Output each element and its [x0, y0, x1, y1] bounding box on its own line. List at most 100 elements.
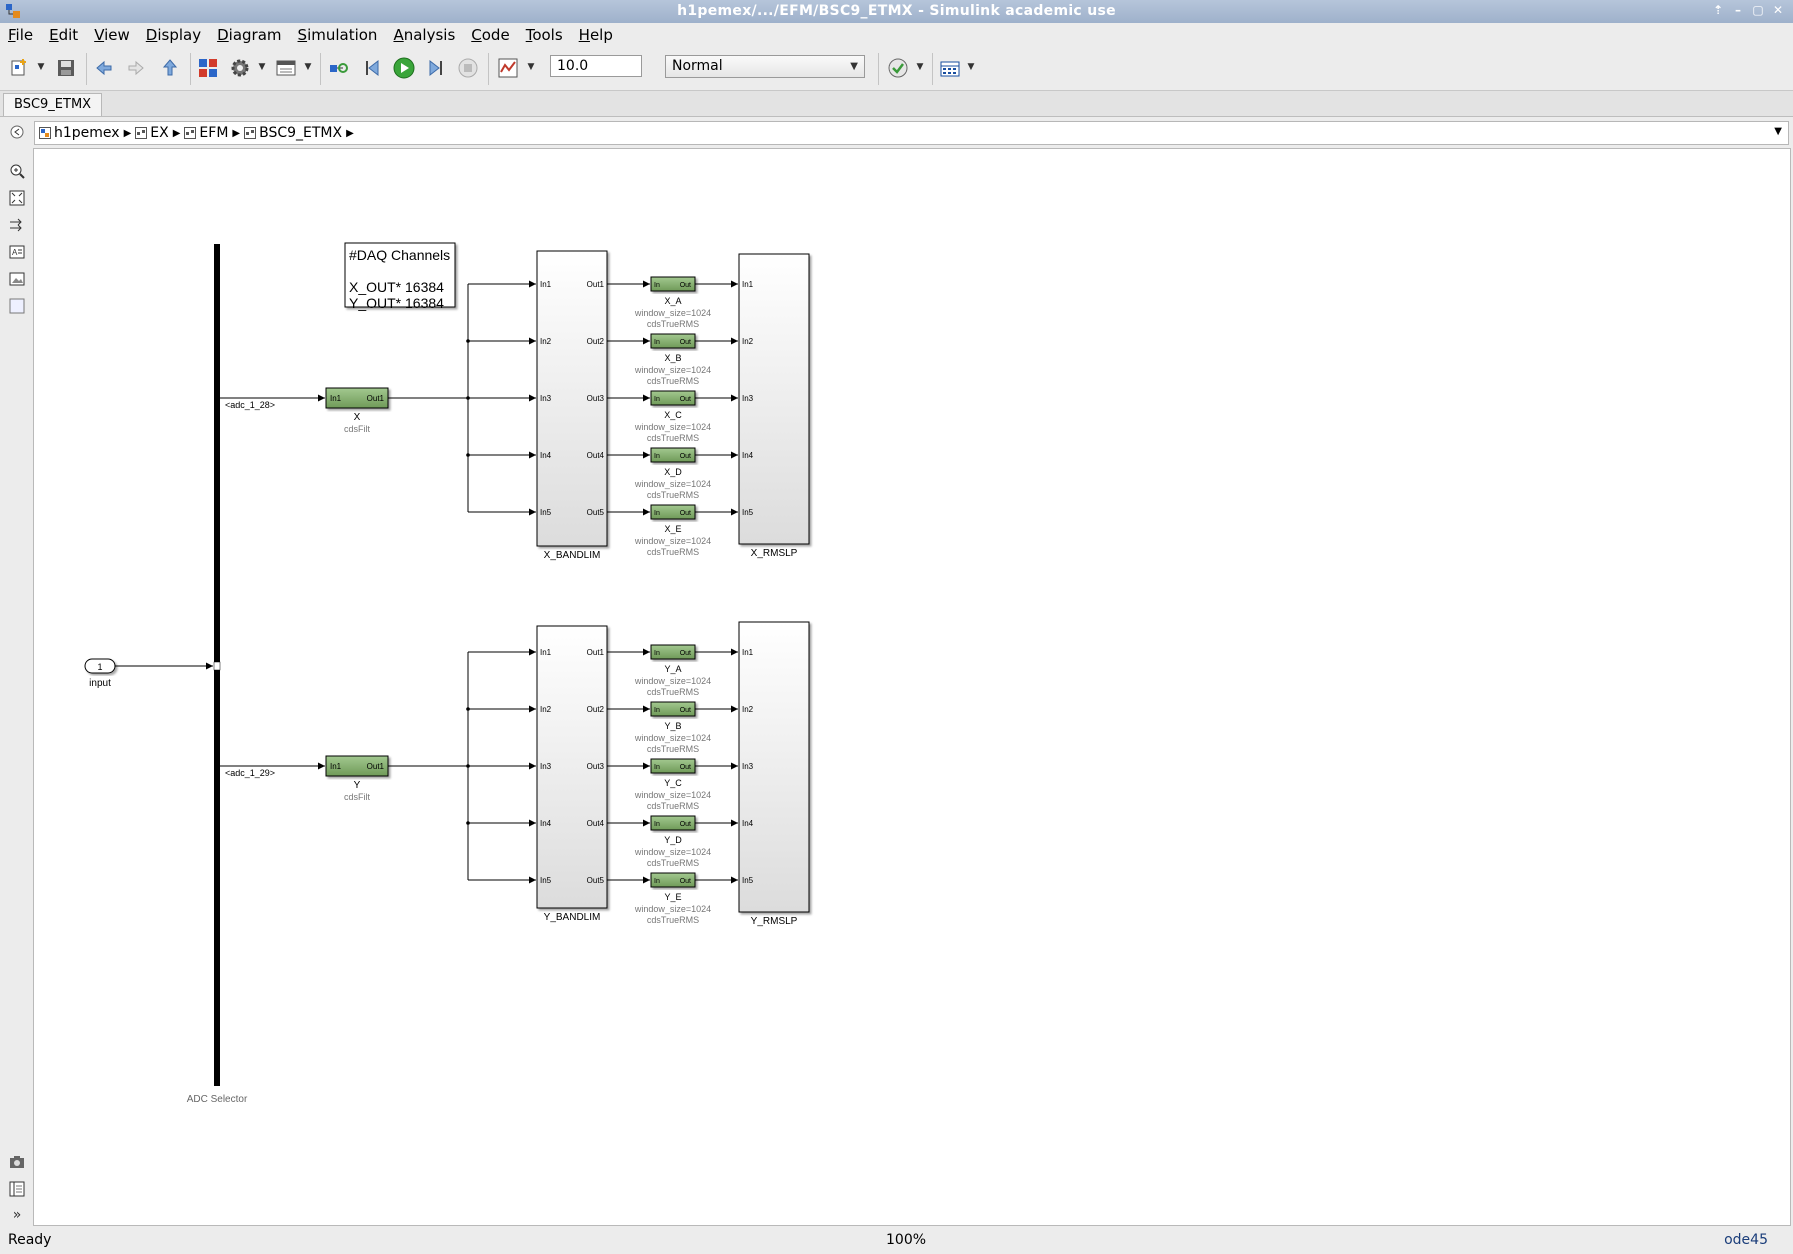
daq-annotation[interactable]: #DAQ Channels X_OUT* 16384 Y_OUT* 16384 [344, 242, 456, 311]
port-label: Out [680, 707, 691, 714]
model-explorer-dropdown-icon[interactable]: ▼ [304, 62, 312, 72]
block-name: Y_BANDLIM [544, 912, 601, 923]
breadcrumb-item-h1pemex[interactable]: h1pemex▶ [35, 125, 131, 141]
model-browser-icon[interactable] [8, 1180, 26, 1198]
block-library: cdsTrueRMS [647, 858, 699, 868]
save-icon[interactable] [54, 56, 78, 80]
annotation-icon[interactable]: A [8, 243, 26, 261]
area-icon[interactable] [8, 297, 26, 315]
back-icon[interactable] [92, 56, 116, 80]
simulation-mode-select[interactable]: Normal ▼ [665, 55, 865, 78]
model-advisor-dropdown-icon[interactable]: ▼ [916, 62, 924, 72]
port-label: Out [680, 821, 691, 828]
port-label: Out [680, 764, 691, 771]
menu-edit[interactable]: Edit [49, 26, 79, 44]
library-browser-icon[interactable] [196, 56, 220, 80]
model-config-dropdown-icon[interactable]: ▼ [258, 62, 266, 72]
hide-show-arrows-icon[interactable] [8, 216, 26, 234]
block-param: window_size=1024 [634, 790, 711, 800]
image-icon[interactable] [8, 270, 26, 288]
branch-point [466, 764, 470, 768]
build-icon[interactable] [938, 56, 962, 80]
zoom-icon[interactable] [8, 162, 26, 180]
port-label: In [654, 878, 660, 885]
data-inspector-icon[interactable] [496, 56, 520, 80]
breadcrumb-item-efm[interactable]: EFM▶ [180, 125, 240, 141]
explorer-bar-toggle-icon[interactable] [10, 125, 24, 139]
restore-up-icon[interactable]: ⇡ [1712, 3, 1724, 17]
menu-tools[interactable]: Tools [525, 26, 563, 44]
menu-analysis[interactable]: Analysis [393, 26, 456, 44]
model-explorer-icon[interactable] [274, 56, 298, 80]
port-label: Out4 [587, 451, 605, 460]
port-label: Out1 [587, 280, 605, 289]
forward-icon[interactable] [124, 56, 148, 80]
new-model-dropdown-icon[interactable]: ▼ [37, 62, 45, 72]
run-icon[interactable] [392, 56, 416, 80]
breadcrumb: h1pemex▶ EX▶ EFM▶ BSC9_ETMX▶ ▼ [34, 121, 1789, 145]
breadcrumb-item-bsc9-etmx[interactable]: BSC9_ETMX▶ [240, 125, 354, 141]
menu-view[interactable]: View [94, 26, 130, 44]
port-label: In5 [540, 508, 552, 517]
adc-selector-block[interactable]: ADC Selector [187, 244, 248, 1105]
solver-name[interactable]: ode45 [1724, 1232, 1768, 1248]
port-label: In3 [540, 762, 552, 771]
stop-icon[interactable] [456, 56, 480, 80]
menu-help[interactable]: Help [578, 26, 613, 44]
inport-block[interactable]: 1 input [84, 658, 116, 689]
status-bar: Ready 100% ode45 [0, 1226, 1793, 1254]
new-model-icon[interactable] [8, 56, 32, 80]
step-back-icon[interactable] [360, 56, 384, 80]
annotation-line: Y_OUT* 16384 [349, 295, 444, 311]
expand-palette-icon[interactable]: » [12, 1207, 22, 1223]
minimize-icon[interactable]: – [1735, 3, 1741, 17]
block-param: window_size=1024 [634, 479, 711, 489]
tab-bsc9-etmx[interactable]: BSC9_ETMX [3, 93, 103, 116]
port-label: In1 [540, 648, 552, 657]
simulation-mode-value: Normal [672, 58, 723, 74]
up-icon[interactable] [158, 56, 182, 80]
model-advisor-icon[interactable] [886, 56, 910, 80]
port-label: Out1 [367, 394, 385, 403]
build-dropdown-icon[interactable]: ▼ [967, 62, 975, 72]
menu-simulation[interactable]: Simulation [297, 26, 378, 44]
diagram-canvas[interactable]: #DAQ Channels X_OUT* 16384 Y_OUT* 16384 … [33, 148, 1791, 1226]
menu-diagram[interactable]: Diagram [217, 26, 282, 44]
menu-code[interactable]: Code [471, 26, 510, 44]
breadcrumb-dropdown-icon[interactable]: ▼ [1774, 126, 1782, 137]
bus-selector-port [213, 661, 221, 671]
step-forward-icon[interactable] [424, 56, 448, 80]
menu-file[interactable]: File [8, 26, 34, 44]
breadcrumb-item-ex[interactable]: EX▶ [131, 125, 180, 141]
block-name: X_A [664, 296, 681, 306]
port-label: Out1 [367, 762, 385, 771]
branch-point [466, 707, 470, 711]
close-icon[interactable]: ✕ [1772, 3, 1784, 17]
stop-time-input[interactable]: 10.0 [550, 55, 642, 77]
block-name: Y_E [664, 892, 681, 902]
screenshot-icon[interactable] [8, 1153, 26, 1171]
menu-display[interactable]: Display [145, 26, 202, 44]
maximize-icon[interactable]: ▢ [1752, 3, 1764, 17]
update-diagram-icon[interactable] [326, 56, 350, 80]
model-config-icon[interactable] [228, 56, 252, 80]
fit-to-view-icon[interactable] [8, 189, 26, 207]
data-inspector-dropdown-icon[interactable]: ▼ [527, 62, 535, 72]
